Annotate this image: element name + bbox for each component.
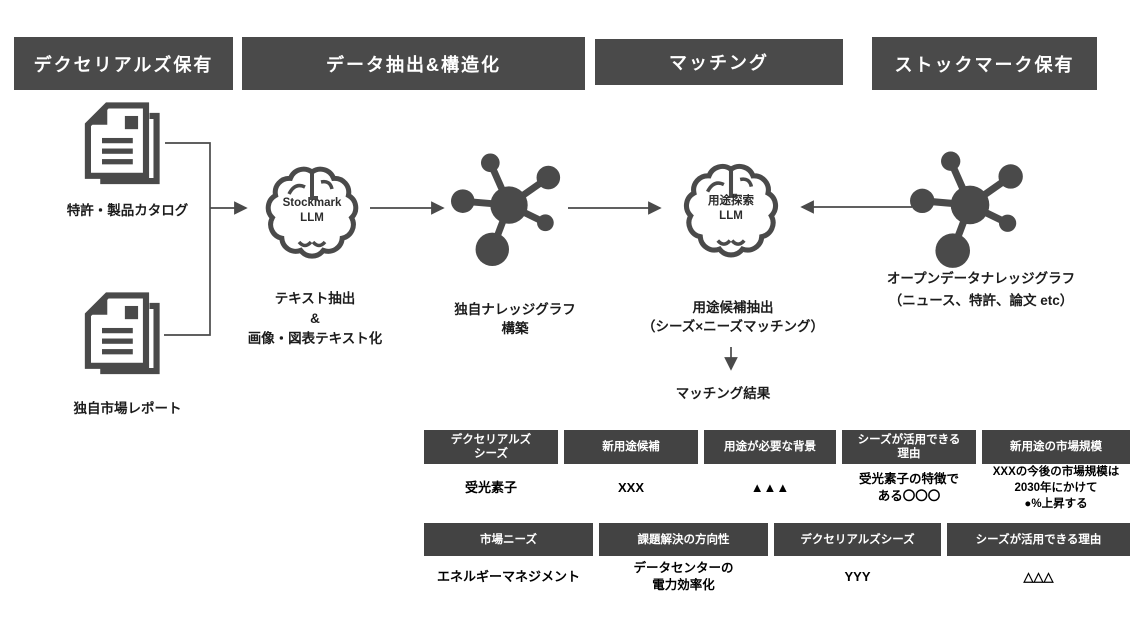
stage-header-dexerials-owned: デクセリアルズ保有 (14, 37, 233, 90)
table1-value-market-size: XXXの今後の市場規模は 2030年にかけて ●%上昇する (992, 466, 1120, 510)
caption-text-extraction: テキスト抽出 & 画像・図表テキスト化 (247, 291, 383, 346)
table1-value-seed: 受光素子 (464, 480, 517, 495)
doc-merge-bracket (164, 142, 211, 336)
stage-header-matching: マッチング (595, 39, 843, 85)
table2-header-market-needs: 市場ニーズ (424, 523, 593, 556)
caption-open-data-knowledge-graph: オープンデータナレッジグラフ （ニュース、特許、論文 etc） (886, 271, 1076, 308)
document-stack-icon-patent (84, 102, 160, 185)
table2-value-needs: エネルギーマネジメント (436, 569, 580, 584)
knowledge-graph-icon-proprietary (450, 153, 561, 267)
table1-value-background: ▲▲▲ (750, 480, 790, 495)
table2-value-reason: △△△ (1023, 569, 1054, 584)
table1-value-candidate: XXX (617, 480, 644, 495)
table2-header-solution-direction: 課題解決の方向性 (599, 523, 768, 556)
llm1-name-label: Stockmark LLM (282, 197, 342, 224)
llm-brain-icon-stockmark (265, 166, 359, 259)
stage-header-stockmark-owned: ストックマーク保有 (872, 37, 1097, 90)
label-patent-catalog: 特許・製品カタログ (66, 203, 189, 218)
caption-usecase-candidate-extraction: 用途候補抽出 （シーズ×ニーズマッチング） (641, 300, 825, 334)
table1-header-dexerials-seeds: デクセリアルズ シーズ (424, 430, 558, 464)
label-market-report: 独自市場レポート (73, 401, 182, 416)
table2-header-reason: シーズが活用できる理由 (947, 523, 1130, 556)
table2-value-solution: データセンターの 電力効率化 (633, 561, 734, 592)
knowledge-graph-icon-open-data (910, 151, 1023, 268)
llm2-name-label: 用途探索 LLM (708, 195, 754, 222)
label-matching-result: マッチング結果 (675, 386, 771, 401)
table1-header-market-size: 新用途の市場規模 (982, 430, 1130, 464)
table1-header-reason: シーズが活用できる 理由 (842, 430, 976, 464)
table2-header-dexerials-seeds: デクセリアルズシーズ (774, 523, 941, 556)
table1-header-new-usecase-candidate: 新用途候補 (564, 430, 698, 464)
stage-header-data-extraction: データ抽出&構造化 (242, 37, 585, 90)
caption-proprietary-knowledge-graph: 独自ナレッジグラフ 構築 (454, 302, 576, 336)
table2-value-seed: YYY (844, 569, 871, 584)
table1-value-reason: 受光素子の特徴で ある〇〇〇 (858, 472, 959, 503)
table1-header-background: 用途が必要な背景 (704, 430, 836, 464)
document-stack-icon-report (84, 292, 160, 375)
llm-brain-icon-usecase-search (683, 163, 779, 258)
